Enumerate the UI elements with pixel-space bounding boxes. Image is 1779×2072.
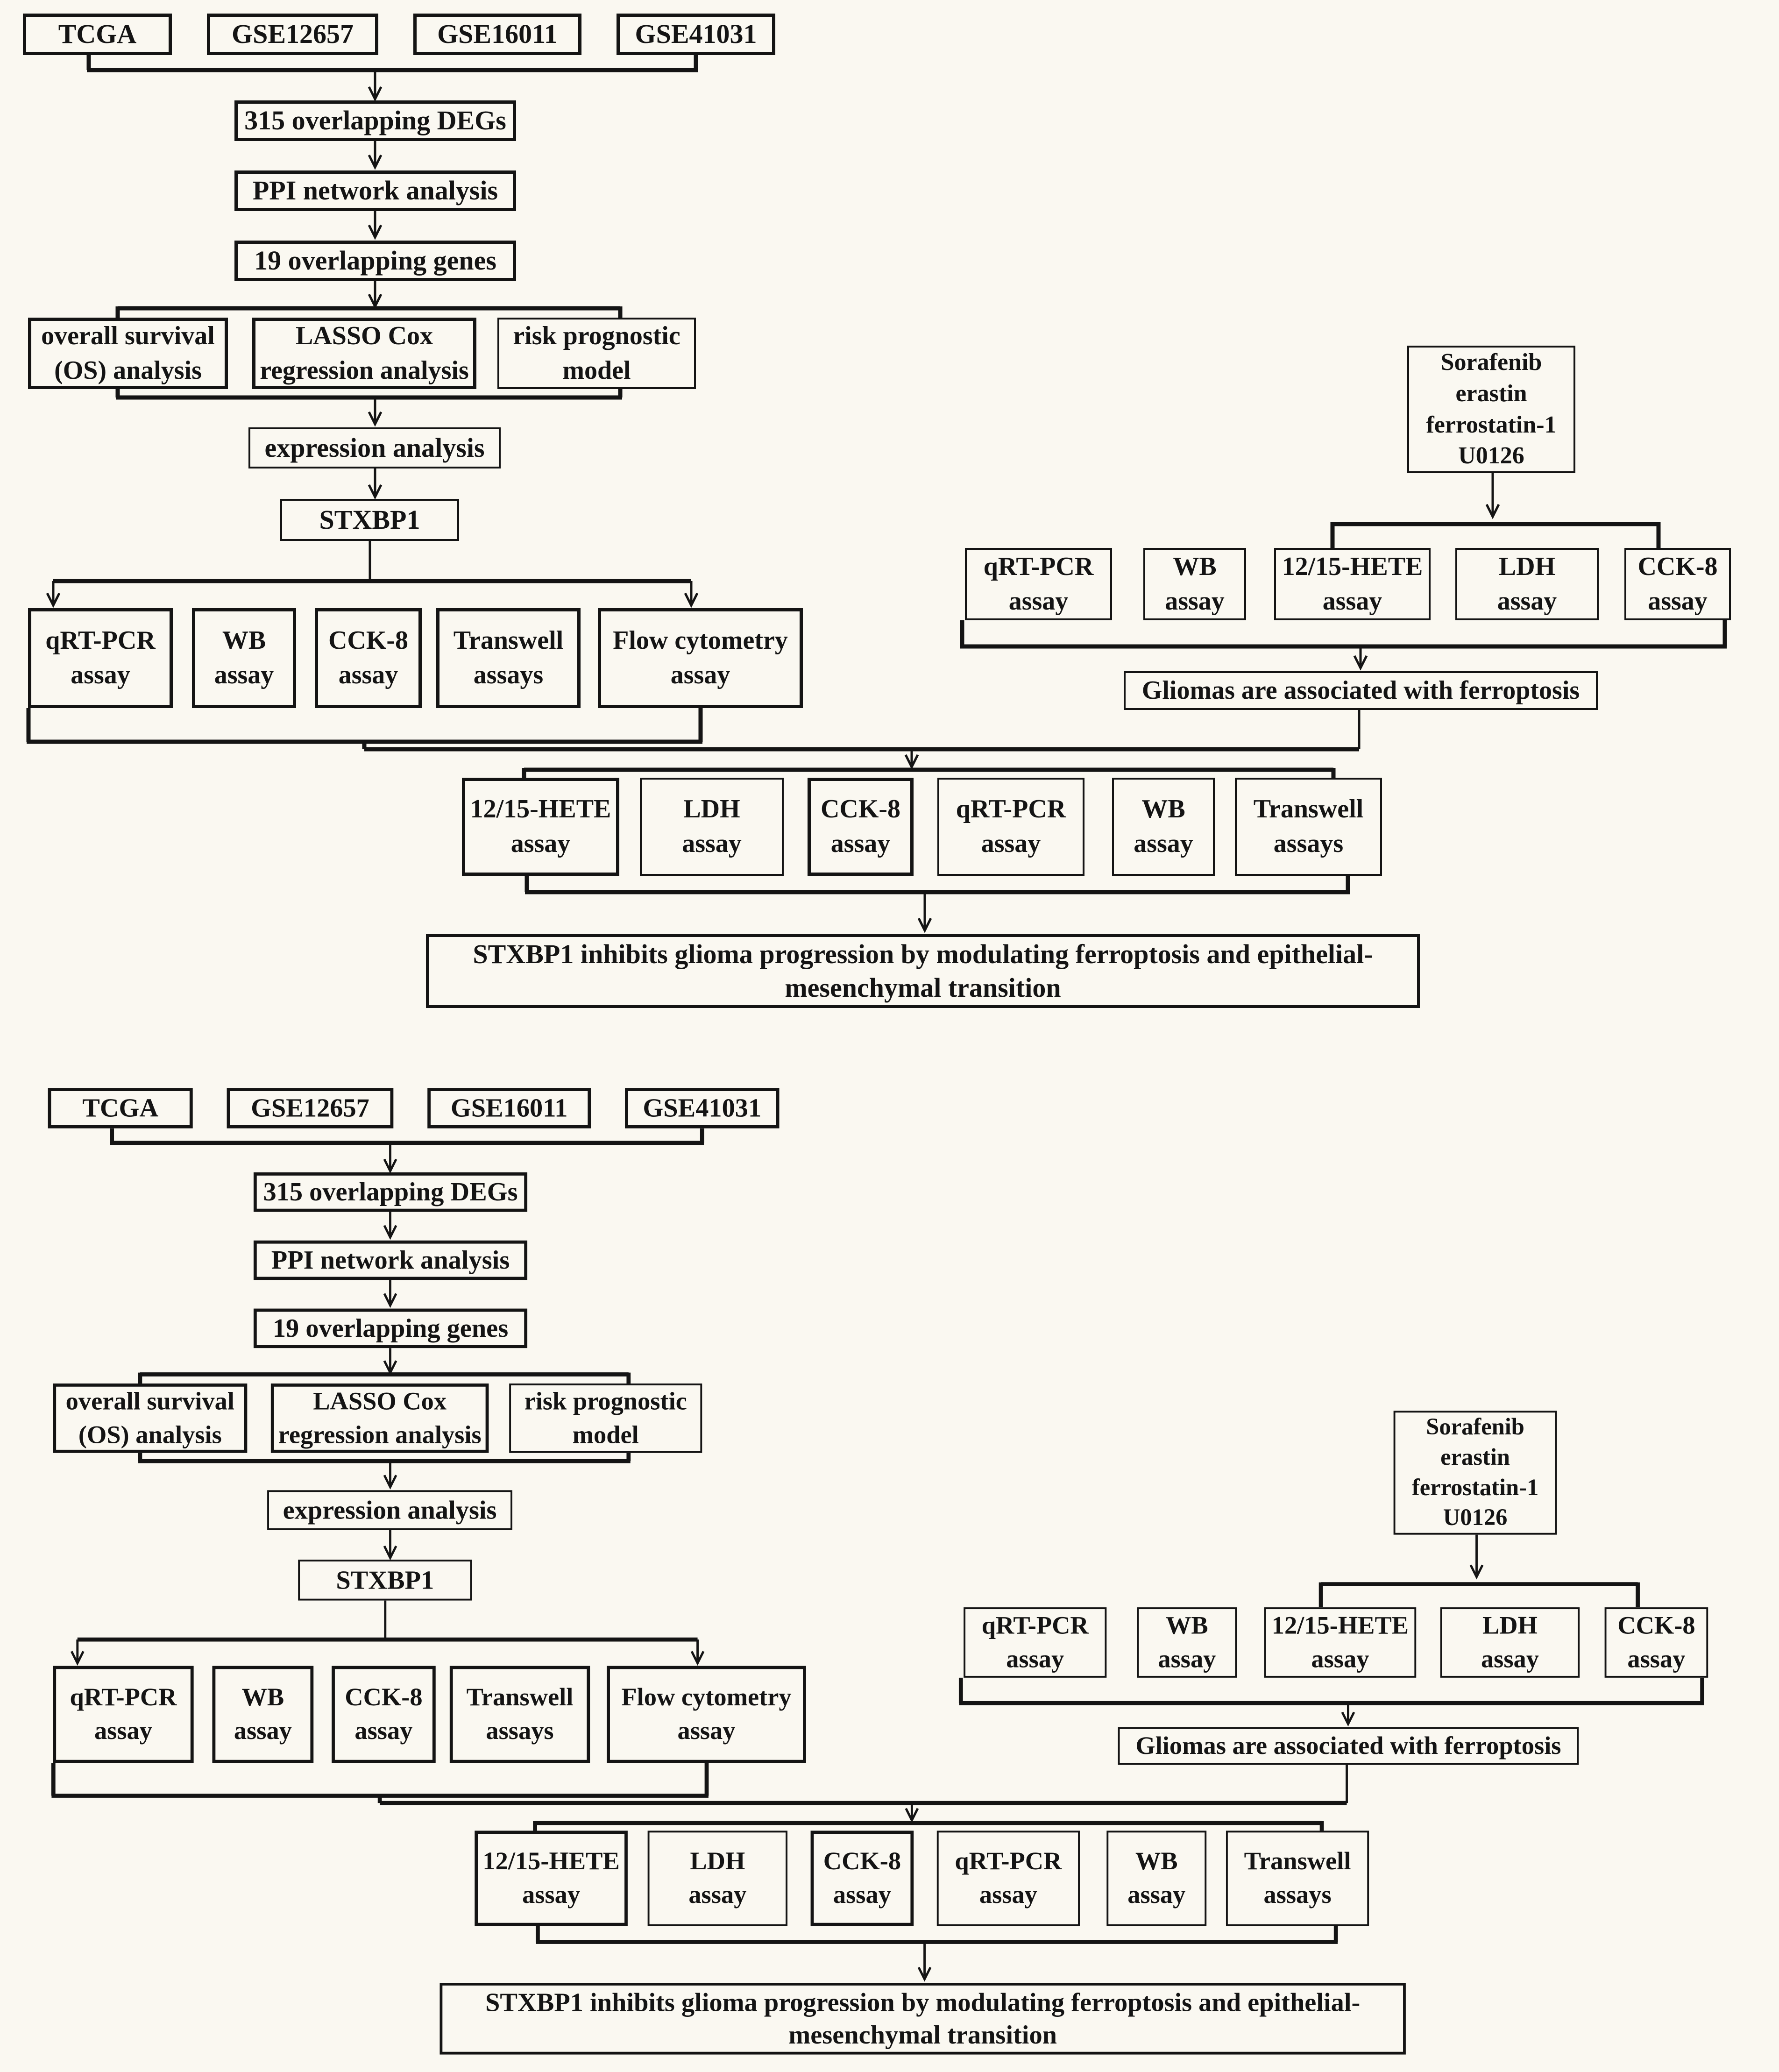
box-expression-analysis: expression analysis xyxy=(267,1490,512,1530)
box-mid-transwell-assays: Transwell assays xyxy=(1226,1831,1369,1926)
box-left-qrtpcr-assay: qRT-PCR assay xyxy=(28,608,173,708)
box-sorafenib-erastin-ferrostatin-u0126: Sorafenib erastin ferrostatin-1 U0126 xyxy=(1393,1411,1557,1535)
box-conclusion: STXBP1 inhibits glioma progression by mo… xyxy=(426,934,1420,1008)
box-sorafenib-erastin-ferrostatin-u0126: Sorafenib erastin ferrostatin-1 U0126 xyxy=(1407,346,1575,473)
box-right-wb-assay: WB assay xyxy=(1143,548,1246,620)
connector-lines xyxy=(26,55,1727,933)
box-risk-prognostic-model: risk prognostic model xyxy=(497,318,696,389)
box-right-wb-assay: WB assay xyxy=(1137,1607,1237,1678)
box-gse16011: GSE16011 xyxy=(413,14,581,55)
box-right-qrtpcr-assay: qRT-PCR assay xyxy=(964,1607,1107,1678)
diagram-half: TCGA GSE12657 GSE16011 GSE41031 315 over… xyxy=(23,14,1731,1008)
box-mid-ldh-assay: LDH assay xyxy=(640,778,784,876)
box-mid-cck8-assay: CCK-8 assay xyxy=(808,778,914,876)
box-right-1215hete-assay: 12/15-HETE assay xyxy=(1274,548,1431,620)
box-mid-ldh-assay: LDH assay xyxy=(647,1831,788,1926)
box-19-overlapping-genes: 19 overlapping genes xyxy=(234,241,516,281)
box-315-overlapping-degs: 315 overlapping DEGs xyxy=(234,100,516,141)
box-mid-cck8-assay: CCK-8 assay xyxy=(810,1831,914,1926)
box-lasso-cox-regression: LASSO Cox regression analysis xyxy=(270,1383,489,1453)
box-gliomas-ferroptosis: Gliomas are associated with ferroptosis xyxy=(1118,1727,1579,1765)
box-mid-wb-assay: WB assay xyxy=(1112,778,1215,876)
box-overall-survival-analysis: overall survival (OS) analysis xyxy=(28,318,228,389)
box-tcga: TCGA xyxy=(23,14,172,55)
box-left-flow-cytometry-assay: Flow cytometry assay xyxy=(607,1666,806,1763)
box-315-overlapping-degs: 315 overlapping DEGs xyxy=(253,1172,528,1212)
box-gse12657: GSE12657 xyxy=(207,14,378,55)
box-stxbp1: STXBP1 xyxy=(298,1560,472,1601)
box-left-transwell-assays: Transwell assays xyxy=(436,608,581,708)
box-left-cck8-assay: CCK-8 assay xyxy=(315,608,422,708)
box-mid-1215hete-assay: 12/15-HETE assay xyxy=(475,1831,628,1926)
box-left-flow-cytometry-assay: Flow cytometry assay xyxy=(598,608,803,708)
box-mid-wb-assay: WB assay xyxy=(1106,1831,1207,1926)
diagram-half: TCGA GSE12657 GSE16011 GSE41031 315 over… xyxy=(26,1075,1755,2072)
box-right-ldh-assay: LDH assay xyxy=(1455,548,1599,620)
box-right-ldh-assay: LDH assay xyxy=(1440,1607,1580,1678)
box-19-overlapping-genes: 19 overlapping genes xyxy=(253,1308,528,1348)
box-gliomas-ferroptosis: Gliomas are associated with ferroptosis xyxy=(1124,671,1598,710)
box-mid-qrtpcr-assay: qRT-PCR assay xyxy=(936,1831,1080,1926)
box-left-wb-assay: WB assay xyxy=(192,608,296,708)
box-right-cck8-assay: CCK-8 assay xyxy=(1624,548,1731,620)
box-ppi-network-analysis: PPI network analysis xyxy=(234,170,516,211)
box-ppi-network-analysis: PPI network analysis xyxy=(253,1240,528,1280)
box-right-qrtpcr-assay: qRT-PCR assay xyxy=(965,548,1112,620)
box-left-wb-assay: WB assay xyxy=(212,1666,314,1763)
box-conclusion: STXBP1 inhibits glioma progression by mo… xyxy=(439,1983,1406,2055)
box-mid-1215hete-assay: 12/15-HETE assay xyxy=(462,778,619,876)
box-risk-prognostic-model: risk prognostic model xyxy=(509,1383,702,1453)
box-expression-analysis: expression analysis xyxy=(248,427,501,468)
box-gse16011: GSE16011 xyxy=(427,1088,591,1128)
box-gse41031: GSE41031 xyxy=(617,14,775,55)
box-gse41031: GSE41031 xyxy=(625,1088,780,1128)
box-stxbp1: STXBP1 xyxy=(280,499,459,541)
box-lasso-cox-regression: LASSO Cox regression analysis xyxy=(252,318,476,389)
box-gse12657: GSE12657 xyxy=(227,1088,394,1128)
box-tcga: TCGA xyxy=(48,1088,193,1128)
box-left-cck8-assay: CCK-8 assay xyxy=(332,1666,436,1763)
box-mid-qrtpcr-assay: qRT-PCR assay xyxy=(937,778,1084,876)
box-left-transwell-assays: Transwell assays xyxy=(449,1666,590,1763)
box-right-1215hete-assay: 12/15-HETE assay xyxy=(1264,1607,1417,1678)
box-right-cck8-assay: CCK-8 assay xyxy=(1604,1607,1708,1678)
box-mid-transwell-assays: Transwell assays xyxy=(1235,778,1382,876)
box-left-qrtpcr-assay: qRT-PCR assay xyxy=(53,1666,194,1763)
box-overall-survival-analysis: overall survival (OS) analysis xyxy=(53,1383,248,1453)
